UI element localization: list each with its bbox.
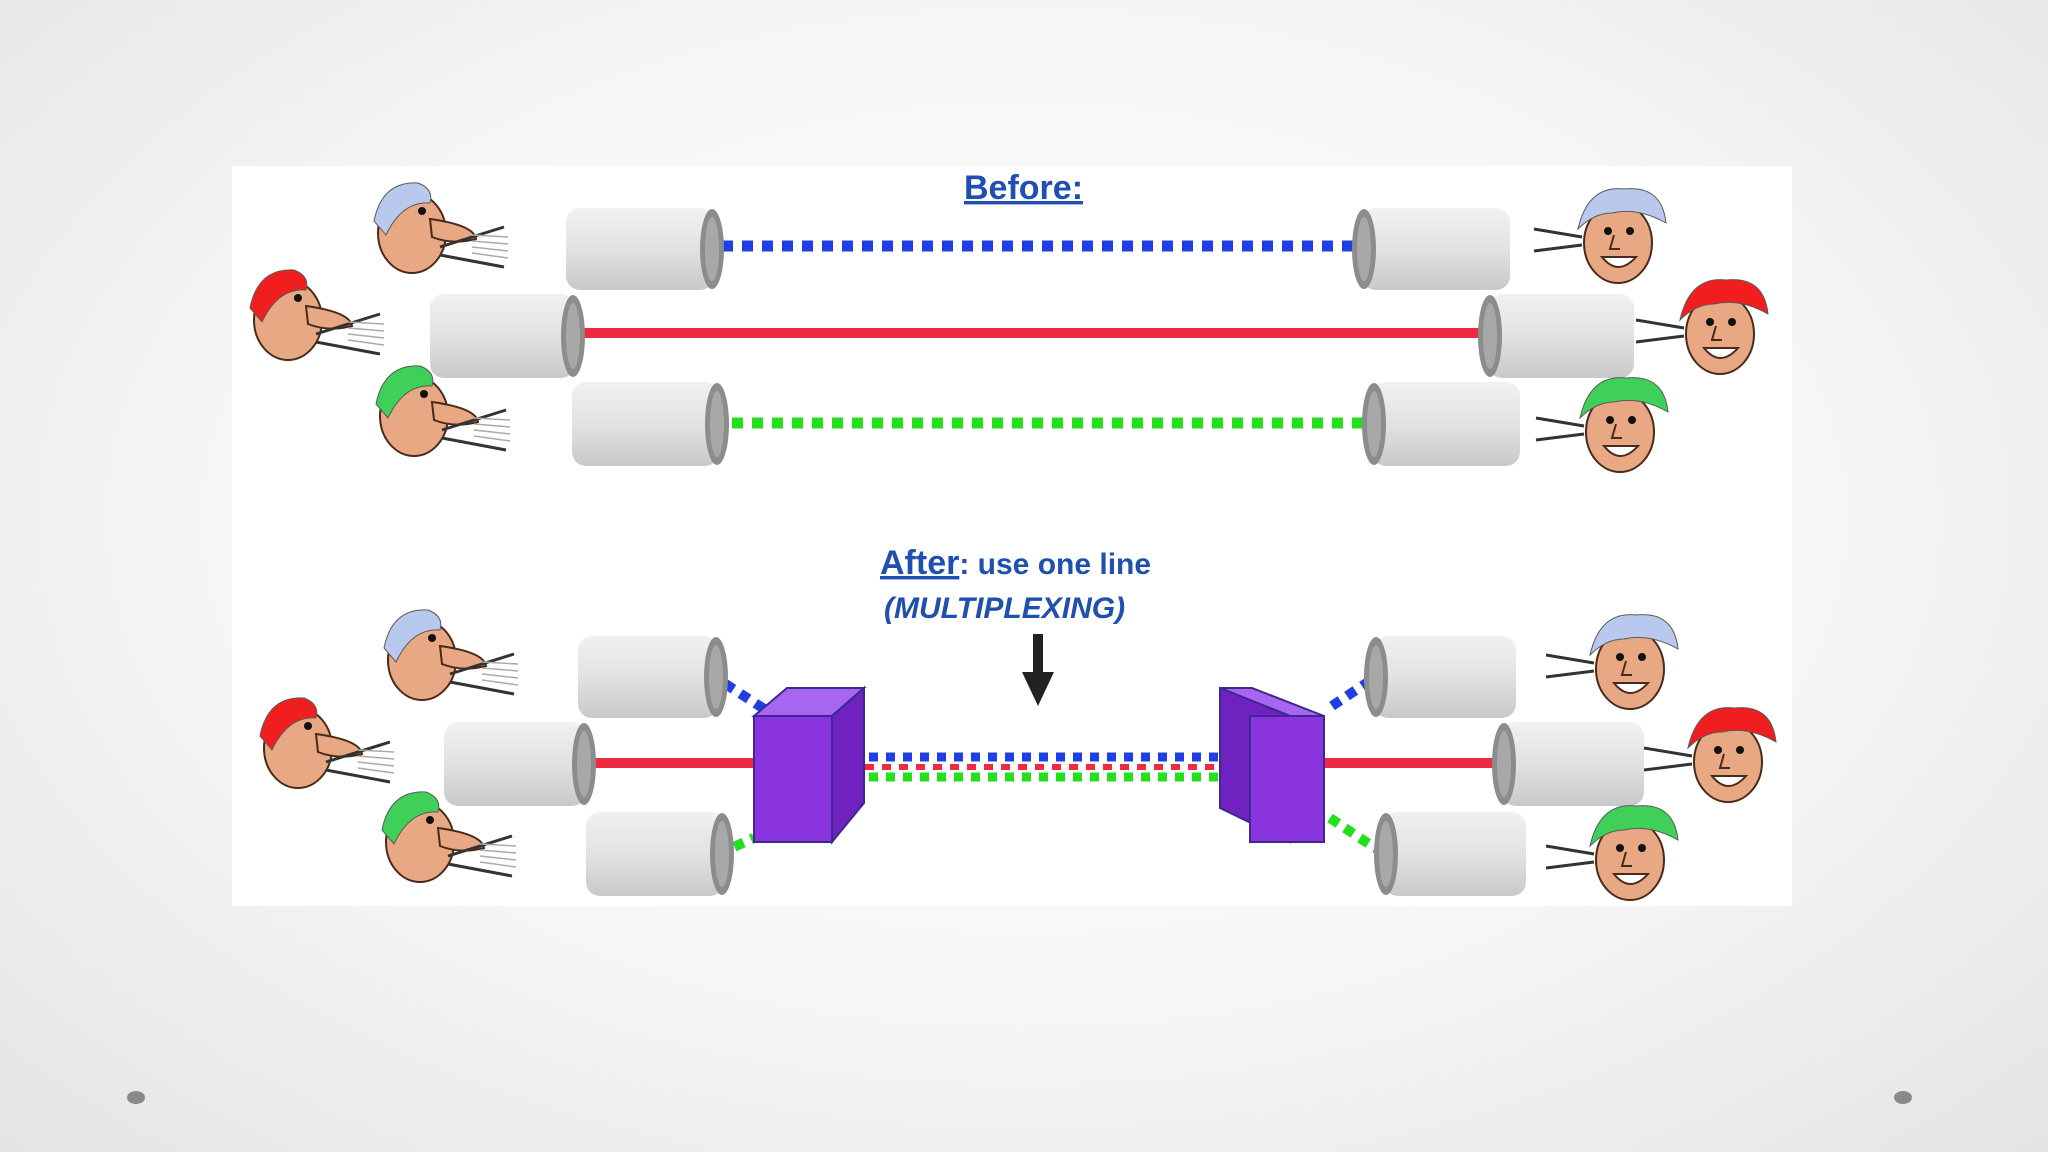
multiplexing-caption: (MULTIPLEXING) [884, 592, 1125, 625]
after-can-blue-left [578, 636, 728, 718]
after-can-red-left [444, 722, 596, 806]
after-can-blue-right [1364, 636, 1516, 718]
demultiplexer-box-icon [1219, 686, 1325, 844]
slide-dot-left [127, 1091, 145, 1104]
slide-dot-right [1894, 1091, 1912, 1104]
speaking-person-icon-blue-before [373, 182, 509, 274]
down-arrow-icon [1022, 634, 1054, 706]
after-label: After [880, 544, 959, 582]
after-can-green-right [1374, 812, 1526, 896]
before-can-blue-right [1352, 208, 1510, 290]
before-can-green-left [572, 382, 729, 466]
before-title: Before: [964, 169, 1083, 207]
listening-person-icon-green-before [1535, 377, 1669, 473]
before-can-red-left [430, 294, 585, 378]
speaking-person-icon-red-before [249, 269, 385, 361]
after-blue-link-left [707, 669, 775, 719]
listening-person-icon-red-after [1643, 707, 1777, 803]
before-can-red-right [1478, 294, 1634, 378]
after-can-red-right [1492, 722, 1644, 806]
listening-person-icon-green-after [1545, 805, 1679, 901]
speaking-person-icon-red-after [259, 697, 395, 789]
speaking-person-icon-green-before [375, 365, 511, 457]
listening-person-icon-blue-before [1533, 188, 1667, 284]
listening-person-icon-blue-after [1545, 614, 1679, 710]
after-can-green-left [586, 812, 734, 896]
before-can-green-right [1362, 382, 1520, 466]
multiplexing-diagram: Before: After: use one line (MULTIPLEXIN… [232, 166, 1792, 906]
speaking-person-icon-green-after [381, 791, 517, 883]
after-blue-link-right [1329, 669, 1383, 711]
listening-person-icon-red-before [1635, 279, 1769, 375]
before-can-blue-left [566, 208, 724, 290]
after-title: After: use one line [880, 544, 1151, 582]
after-caption: : use one line [959, 548, 1151, 581]
multiplexer-box-icon [751, 685, 867, 845]
speaking-person-icon-blue-after [383, 609, 519, 701]
